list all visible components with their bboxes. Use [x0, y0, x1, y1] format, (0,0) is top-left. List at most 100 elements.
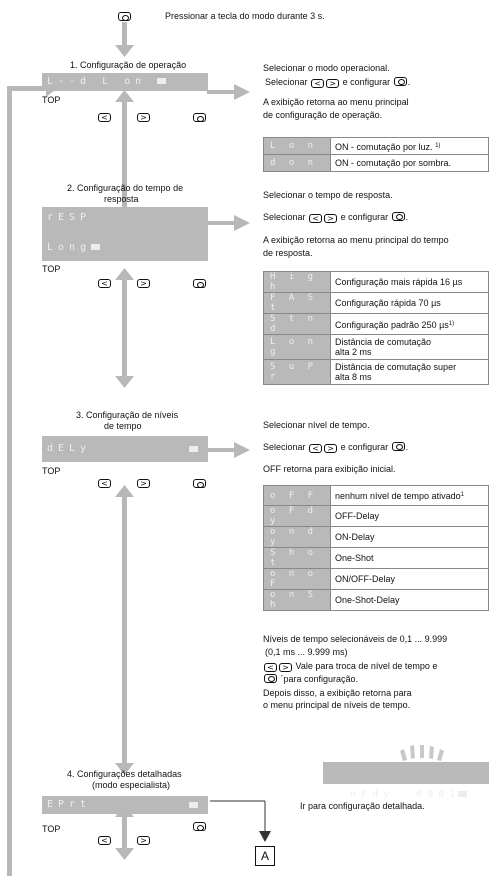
step3-note1: Níveis de tempo selecionáveis de 0,1 ...… [263, 634, 448, 644]
step3-note4-text: ´para configuração. [280, 674, 359, 684]
table-row: d o n ON - comutação por sombra. [263, 154, 489, 172]
table-row: o n d y ON-Delay [263, 526, 489, 548]
step3-top-label: TOP [42, 466, 61, 476]
code-cell: S u P r [263, 359, 331, 385]
step4-top-label: TOP [42, 824, 61, 834]
step1-left-button-icon: < [98, 113, 111, 122]
table-row: o F F nenhum nível de tempo ativado1 [263, 485, 489, 506]
step1-lcd: L--d L on [42, 73, 208, 91]
step4-right-button-icon: > [137, 836, 150, 845]
step2-inline-mode-icon [391, 212, 405, 221]
step3-note-right-icon: > [279, 663, 292, 672]
row-text: Configuração padrão 250 µs [335, 319, 449, 330]
mode-button-icon [118, 12, 131, 21]
footnote: 1) [448, 320, 455, 327]
step3-example-lcd: oFdy 0001 [323, 762, 489, 800]
footnote: 1) [435, 142, 441, 149]
row-text: nenhum nível de tempo ativado [335, 491, 461, 501]
step3-desc2: Selecionar <> e configurar . [263, 442, 409, 453]
row-text-line1: Distância de comutação super [335, 362, 457, 372]
text-cell: ON/OFF-Delay [330, 568, 489, 590]
table-row: o F d y OFF-Delay [263, 505, 489, 527]
step3-desc2-b: e configurar [340, 442, 389, 452]
step2-lcd-line1: rESP [47, 212, 92, 223]
text-cell: ON-Delay [330, 526, 489, 548]
step3-note-left-icon: < [264, 663, 277, 672]
step1-inline-mode-icon [393, 77, 407, 86]
code-cell: S h o t [263, 547, 331, 569]
step3-note2: (0,1 ms ... 9.999 ms) [265, 647, 348, 657]
step3-note4: ´para configuração. [263, 674, 358, 685]
text-cell: ON - comutação por luz. 1) [330, 137, 489, 155]
row-text-line2: alta 2 ms [335, 347, 372, 357]
step1-desc1: Selecionar o modo operacional. [263, 63, 390, 73]
step4-mode-button-icon [193, 822, 206, 831]
step3-title-line1: 3. Configuração de níveis [76, 410, 179, 420]
step3-note5: Depois disso, a exibição retorna para [263, 688, 412, 698]
step2-inline-right-icon: > [324, 214, 338, 223]
step3-left-button-icon: < [98, 479, 111, 488]
step1-desc4: de configuração de operação. [263, 110, 383, 120]
step2-desc4: de resposta. [263, 248, 313, 258]
step3-note-mode-icon [264, 674, 277, 683]
table-row: S h o t One-Shot [263, 547, 489, 569]
step2-title-line1: 2. Configuração do tempo de [67, 183, 184, 193]
step1-right-button-icon: > [137, 113, 150, 122]
step3-desc3: OFF retorna para exibição inicial. [263, 464, 396, 474]
code-cell: o n o F [263, 568, 331, 590]
step3-inline-right-icon: > [324, 444, 338, 453]
step2-desc2: Selecionar <> e configurar . [263, 212, 409, 223]
row-text-line1: Distância de comutação [335, 337, 432, 347]
step2-desc2-a: Selecionar [263, 212, 306, 222]
step3-table: o F F nenhum nível de tempo ativado1 o F… [263, 485, 489, 611]
step4-lcd: EPrt [42, 796, 208, 814]
step1-lcd-text: L--d L on [47, 76, 147, 87]
table-row: L o n ON - comutação por luz. 1) [263, 137, 489, 155]
text-cell: ON - comutação por sombra. [330, 154, 489, 172]
step3-note3-text: Vale para troca de nível de tempo e [295, 661, 438, 671]
step2-title-line2: resposta [104, 194, 139, 204]
intro-text: Pressionar a tecla do modo durante 3 s. [165, 11, 325, 21]
step2-lcd-line2-text: Long [47, 242, 92, 253]
step4-title-line2: (modo especialista) [92, 780, 171, 790]
step2-inline-left-icon: < [309, 214, 323, 223]
step3-note3: <> Vale para troca de nível de tempo e [263, 661, 437, 672]
code-cell: o n d y [263, 526, 331, 548]
table-row: H i g h Configuração mais rápida 16 µs [263, 271, 489, 293]
step4-box-a: A [255, 846, 275, 866]
step2-desc2-b: e configurar [340, 212, 389, 222]
step1-desc2-a: Selecionar [265, 77, 308, 87]
code-cell: o n S h [263, 589, 331, 611]
step3-inline-mode-icon [391, 442, 405, 451]
step1-top-label: TOP [42, 95, 61, 105]
step4-desc: Ir para configuração detalhada. [300, 801, 425, 811]
text-cell: nenhum nível de tempo ativado1 [330, 485, 489, 506]
code-cell: o F d y [263, 505, 331, 527]
step3-title-line2: de tempo [104, 421, 142, 431]
step1-table: L o n ON - comutação por luz. 1) d o n O… [263, 137, 489, 172]
step4-lcd-text: EPrt [47, 799, 92, 810]
step2-top-label: TOP [42, 264, 61, 274]
step2-desc3: A exibição retorna ao menu principal do … [263, 235, 449, 245]
step3-lcd-text: dELy [47, 443, 92, 454]
step1-inline-right-icon: > [326, 79, 340, 88]
step2-mode-button-icon [193, 279, 206, 288]
step1-desc2: Selecionar <> e configurar . [265, 77, 411, 88]
footnote: 1 [460, 492, 464, 498]
step3-lcd: dELy [42, 436, 208, 462]
code-cell: L o n g [263, 334, 331, 360]
row-text: ON - comutação por luz. [335, 141, 433, 152]
text-cell: Configuração padrão 250 µs1) [330, 313, 489, 335]
step2-right-button-icon: > [137, 279, 150, 288]
step2-table: H i g h Configuração mais rápida 16 µs F… [263, 271, 489, 385]
step2-lcd-line2: Long [47, 242, 101, 253]
text-cell: One-Shot [330, 547, 489, 569]
step1-desc2-b: e configurar [342, 77, 391, 87]
step1-inline-left-icon: < [311, 79, 325, 88]
step2-desc1: Selecionar o tempo de resposta. [263, 190, 393, 200]
